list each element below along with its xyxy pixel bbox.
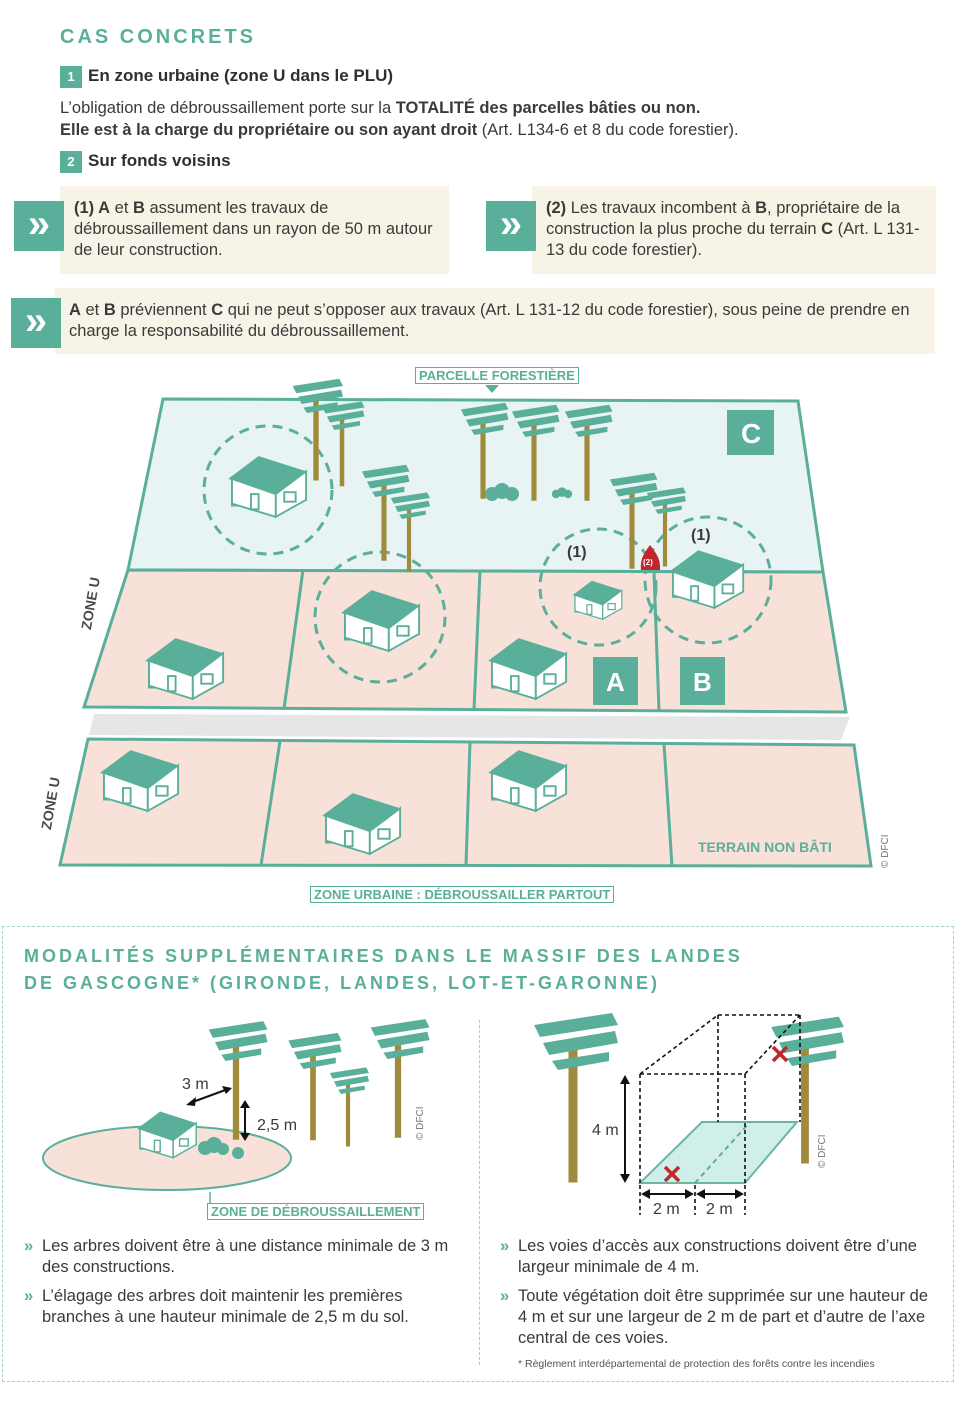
chevron-icon: » xyxy=(486,201,536,251)
callout-1: (1) A et B assument les travaux de débro… xyxy=(60,186,449,274)
section2-title: Sur fonds voisins xyxy=(88,151,231,171)
list-item: » Les arbres doivent être à une distance … xyxy=(24,1236,464,1278)
callout2-t2: , propriétaire de la construction la plu… xyxy=(546,199,901,238)
parcelle-label: PARCELLE FORESTIÈRE xyxy=(415,367,579,384)
callout3-a: A xyxy=(69,301,81,319)
width-2m-label-1: 2 m xyxy=(653,1201,680,1218)
callout3-c: C xyxy=(211,301,224,319)
callout2-b: B xyxy=(755,199,768,217)
page-title: CAS CONCRETS xyxy=(60,26,257,48)
bullet-text: Les arbres doivent être à une distance m… xyxy=(42,1237,449,1276)
section2-number: 2 xyxy=(60,151,82,173)
list-item: » Toute végétation doit être supprimée su… xyxy=(500,1286,930,1349)
section2-heading: 2 Sur fonds voisins xyxy=(60,151,231,173)
callout1-num: (1) xyxy=(74,199,99,217)
section1-heading: 1 En zone urbaine (zone U dans le PLU) xyxy=(60,66,393,88)
terrain-label: TERRAIN NON BÂTI xyxy=(698,839,832,855)
callout1-a: A xyxy=(98,199,111,217)
chevron-icon: » xyxy=(14,201,64,251)
map-credit: © DFCI xyxy=(880,834,891,868)
letter-a: A xyxy=(606,667,625,697)
landes-title-line1: MODALITÉS SUPPLÉMENTAIRES DANS LE MASSIF… xyxy=(24,946,743,966)
bullet-text: L’élagage des arbres doit maintenir les … xyxy=(42,1287,409,1326)
list-item: » L’élagage des arbres doit maintenir les… xyxy=(24,1286,464,1328)
callout1-b: B xyxy=(133,199,145,217)
width-2m-label-2: 2 m xyxy=(706,1201,733,1218)
footnote: * Règlement interdépartemental de protec… xyxy=(518,1358,875,1370)
callout1-t1: et xyxy=(110,199,133,217)
callout2-t3: (Art. L 131-13 du code forestier). xyxy=(546,220,920,259)
chevron-icon: » xyxy=(500,1237,510,1255)
landes-credit-left: © DFCI xyxy=(415,1106,426,1140)
list-item: » Les voies d’accès aux constructions doi… xyxy=(500,1236,930,1278)
chevron-icon: » xyxy=(24,1237,34,1255)
callout-3: A et B préviennent C qui ne peut s’oppos… xyxy=(55,288,935,354)
landes-title: MODALITÉS SUPPLÉMENTAIRES DANS LE MASSIF… xyxy=(24,943,743,997)
urban-row-2 xyxy=(58,737,873,868)
mark-1b: (1) xyxy=(691,527,711,544)
dist-3m-label: 3 m xyxy=(182,1076,209,1093)
landes-section xyxy=(2,926,954,1382)
section1-line1a: L’obligation de débroussaillement porte … xyxy=(60,99,396,117)
bullet-text: Toute végétation doit être supprimée sur… xyxy=(518,1287,929,1347)
height-4m-label: 4 m xyxy=(592,1122,619,1139)
chevron-icon: » xyxy=(24,1287,34,1305)
callout3-t3: qui ne peut s’opposer aux travaux (Art. … xyxy=(69,301,910,340)
letter-c: C xyxy=(741,418,762,449)
landes-bullets-left: » Les arbres doivent être à une distance … xyxy=(24,1236,464,1336)
mark-2: (2) xyxy=(643,558,653,567)
callout2-num: (2) xyxy=(546,199,571,217)
section1-text: L’obligation de débroussaillement porte … xyxy=(60,97,940,141)
landes-illustrations xyxy=(42,1013,844,1215)
parcel-map xyxy=(58,378,873,868)
section1-line1b: TOTALITÉ des parcelles bâties ou non. xyxy=(395,99,701,117)
bullet-text: Les voies d’accès aux constructions doiv… xyxy=(518,1237,917,1276)
section1-line2b: (Art. L134-6 et 8 du code forestier). xyxy=(477,121,739,139)
callout1-t2: assument les travaux de débroussaillemen… xyxy=(74,199,433,259)
road xyxy=(89,714,850,740)
callout-2: (2) Les travaux incombent à B, propriéta… xyxy=(532,186,936,274)
landes-bullets-right: » Les voies d’accès aux constructions doi… xyxy=(500,1236,930,1357)
landes-divider xyxy=(479,1020,480,1365)
mark-1a: (1) xyxy=(567,544,587,561)
landes-title-line2: DE GASCOGNE* (GIRONDE, LANDES, LOT-ET-GA… xyxy=(24,973,661,993)
chevron-icon: » xyxy=(500,1287,510,1305)
section1-line2a: Elle est à la charge du propriétaire ou … xyxy=(60,121,478,139)
section1-number: 1 xyxy=(60,66,82,88)
chevron-icon: » xyxy=(11,298,61,348)
landes-credit-right: © DFCI xyxy=(817,1134,828,1168)
callout3-b: B xyxy=(103,301,116,319)
section1-title: En zone urbaine (zone U dans le PLU) xyxy=(88,66,394,86)
callout3-t1: et xyxy=(80,301,104,319)
height-25m-label: 2,5 m xyxy=(257,1117,298,1134)
callout2-c: C xyxy=(821,220,834,238)
zone-urbaine-label: ZONE URBAINE : DÉBROUSSAILLER PARTOUT xyxy=(310,886,615,903)
zone-debroussaillement-label: ZONE DE DÉBROUSSAILLEMENT xyxy=(207,1203,425,1220)
callout2-t1: Les travaux incombent à xyxy=(570,199,756,217)
callout3-t2: préviennent xyxy=(115,301,212,319)
letter-b: B xyxy=(693,667,712,697)
